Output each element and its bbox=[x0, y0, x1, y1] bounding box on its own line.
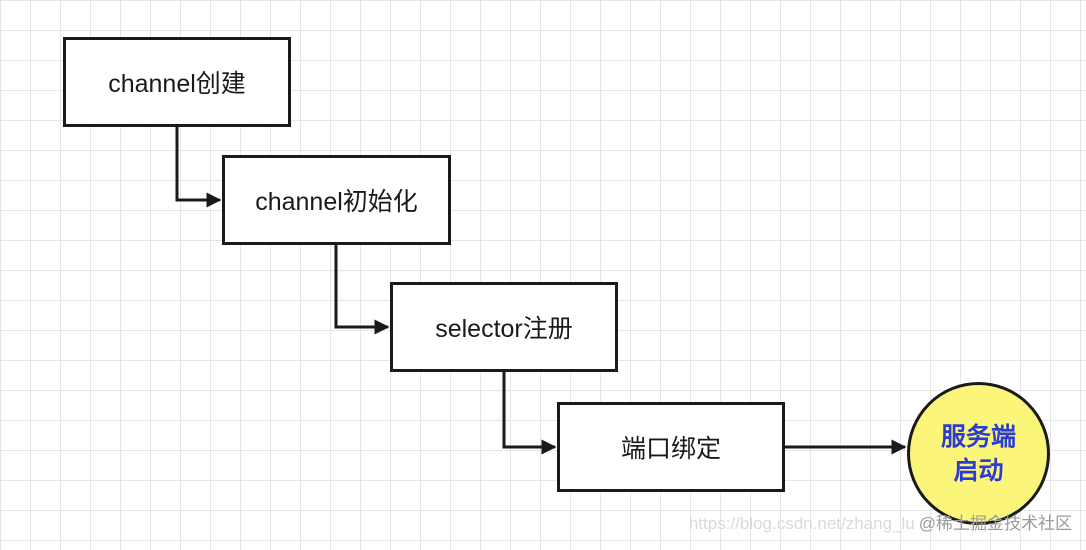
step-label: channel初始化 bbox=[255, 188, 418, 216]
watermark-url: https://blog.csdn.net/zhang_lu bbox=[688, 514, 915, 533]
end-node-label: 服务端启动 bbox=[940, 422, 1016, 485]
connector-2-to-3 bbox=[334, 245, 390, 335]
connector-3-to-4 bbox=[502, 372, 557, 455]
step-label: selector注册 bbox=[435, 315, 573, 343]
step-label: 端口绑定 bbox=[620, 435, 721, 463]
watermark-text: @稀土掘金技术社区 bbox=[918, 514, 1072, 533]
end-node-server-start[interactable]: 服务端启动 bbox=[907, 382, 1050, 525]
step-label: channel创建 bbox=[108, 70, 246, 98]
step-channel-create[interactable]: channel创建 bbox=[63, 37, 291, 127]
step-selector-register[interactable]: selector注册 bbox=[390, 282, 618, 372]
connector-1-to-2 bbox=[175, 127, 222, 208]
step-channel-init[interactable]: channel初始化 bbox=[222, 155, 451, 245]
step-port-bind[interactable]: 端口绑定 bbox=[557, 402, 785, 492]
watermark: https://blog.csdn.net/zhang_lu@稀土掘金技术社区 bbox=[689, 509, 1072, 534]
